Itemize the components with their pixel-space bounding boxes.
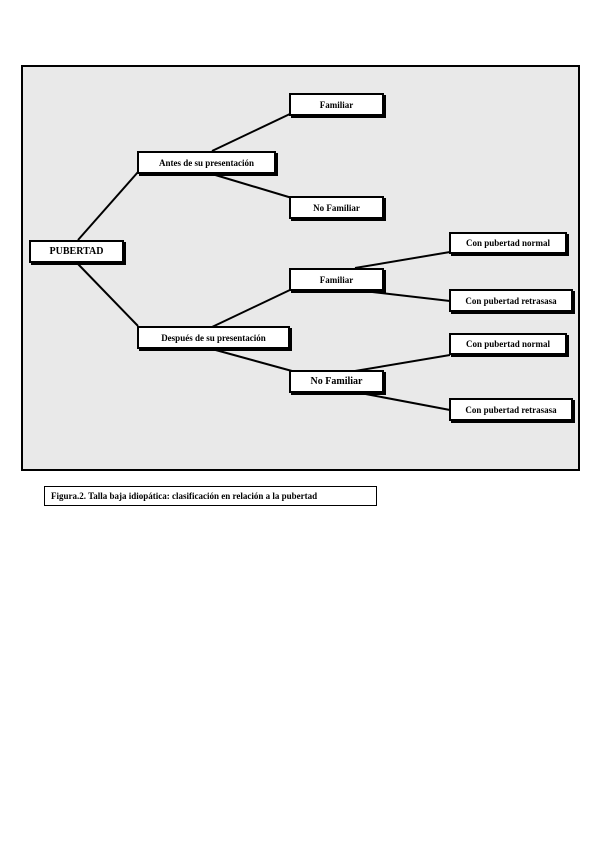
edge-root-before xyxy=(77,171,139,241)
node-antes-no-familiar: No Familiar xyxy=(289,196,384,219)
edge-after-nofamiliar xyxy=(211,348,293,372)
node-pubertad: PUBERTAD xyxy=(29,240,124,263)
edge-before-familiar xyxy=(211,112,293,152)
node-despues-familiar: Familiar xyxy=(289,268,384,291)
node-despues-presentacion: Después de su presentación xyxy=(137,326,290,349)
edge-after-familiar xyxy=(211,288,293,328)
edge-root-after xyxy=(77,263,139,327)
node-familiar-pubertad-normal: Con pubertad normal xyxy=(449,232,567,254)
edge-anofam-delayed xyxy=(354,391,451,411)
node-antes-presentacion: Antes de su presentación xyxy=(137,151,276,174)
figure-caption: Figura.2. Talla baja idiopática: clasifi… xyxy=(44,486,377,506)
node-nofamiliar-pubertad-retrasada: Con pubertad retrasasa xyxy=(449,398,573,421)
node-antes-familiar: Familiar xyxy=(289,93,384,116)
edge-anofam-normal xyxy=(354,354,451,372)
node-nofamiliar-pubertad-normal: Con pubertad normal xyxy=(449,333,567,355)
node-familiar-pubertad-retrasada: Con pubertad retrasasa xyxy=(449,289,573,312)
edge-afam-delayed xyxy=(354,289,451,302)
edge-afam-normal xyxy=(354,251,451,269)
edge-before-nofamiliar xyxy=(211,173,293,199)
node-despues-no-familiar: No Familiar xyxy=(289,370,384,393)
